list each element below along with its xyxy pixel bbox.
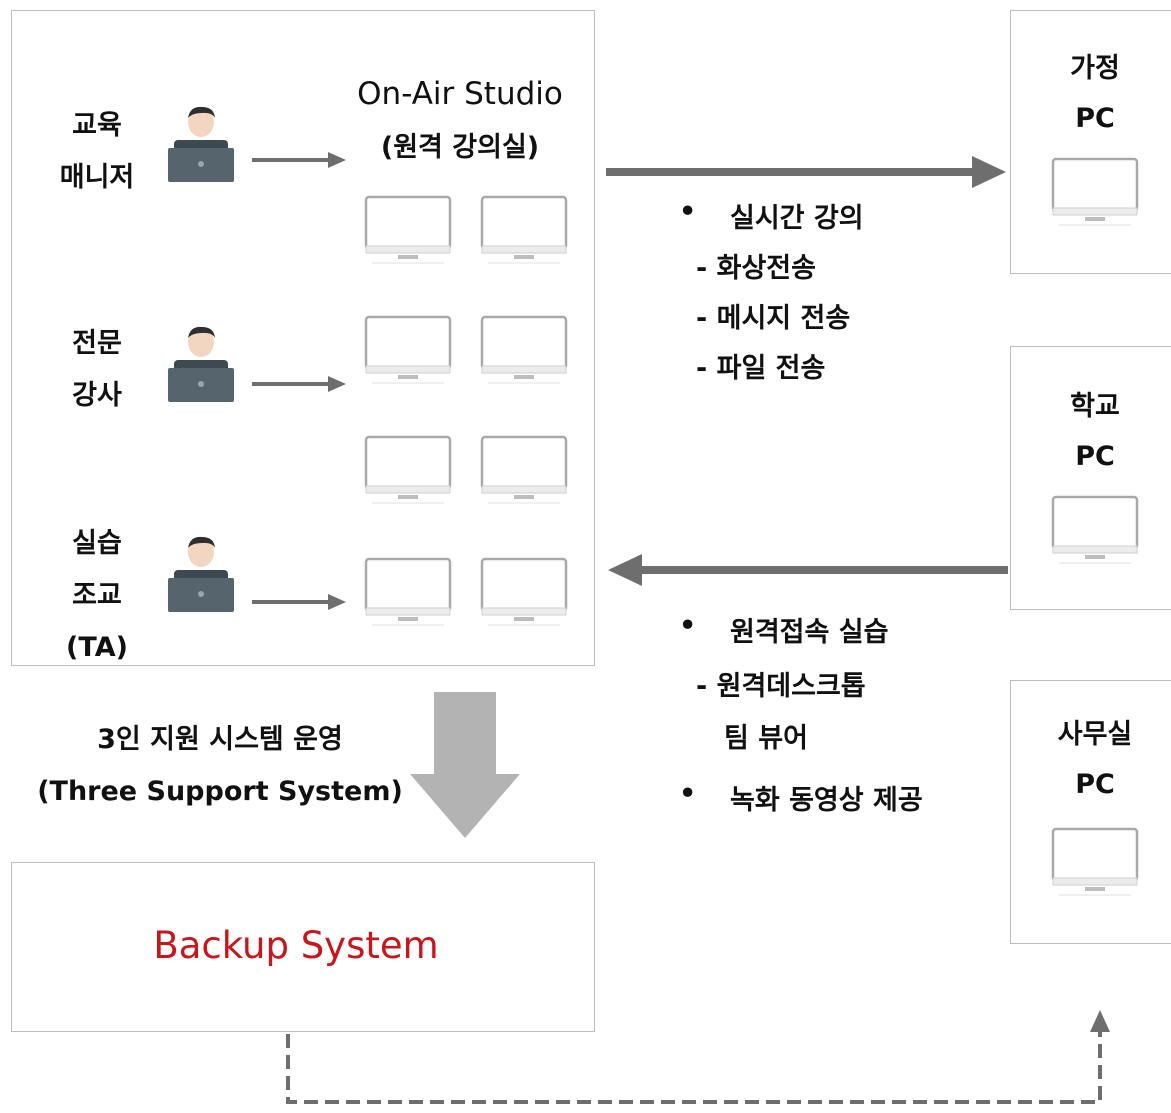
pc-label-line1: 학교 [1070, 391, 1120, 422]
role-label-line3: (TA) [66, 632, 128, 663]
school-pc-label: 학교 PC [1010, 382, 1171, 482]
role-label-line2: 조교 [72, 580, 122, 611]
role-label-line2: 강사 [72, 380, 122, 411]
monitor-icon [364, 315, 452, 386]
recorded-bullet: • [679, 778, 697, 809]
role-label-line1: 전문 [72, 328, 122, 359]
role-instructor: 전문 강사 [22, 318, 172, 422]
home-pc-box [1010, 10, 1171, 274]
remote-bullet: • [679, 610, 697, 641]
pc-label-line1: 사무실 [1057, 719, 1133, 750]
arrow-right-icon [252, 152, 346, 168]
support-line2: (Three Support System) [37, 776, 403, 807]
recorded-title: 녹화 동영상 제공 [730, 785, 923, 816]
remote-item: - 원격데스크톱 [696, 671, 866, 702]
role-teaching-assistant: 실습 조교 (TA) [22, 518, 172, 674]
arrow-from-school-pc [608, 554, 1008, 586]
arrow-down-icon [410, 692, 520, 838]
arrow-right-icon [252, 594, 346, 610]
role-label-line1: 교육 [72, 110, 122, 141]
realtime-item: - 화상전송 [696, 253, 816, 284]
monitor-icon [1051, 827, 1139, 898]
person-ta-icon [168, 536, 234, 612]
monitor-icon [1051, 157, 1139, 228]
pc-label-line2: PC [1075, 769, 1115, 800]
role-label-line1: 실습 [72, 528, 122, 559]
monitor-icon [1051, 495, 1139, 566]
monitor-icon [364, 557, 452, 628]
support-line1: 3인 지원 시스템 운영 [97, 724, 343, 755]
remote-item: 팀 뷰어 [724, 723, 808, 754]
monitor-icon [480, 195, 568, 266]
dashed-connector [286, 1010, 1110, 1104]
studio-title: On-Air Studio [357, 76, 563, 112]
realtime-bullet: • [679, 196, 697, 227]
person-instructor-icon [168, 326, 234, 402]
role-education-manager: 교육 매니저 [22, 100, 172, 204]
arrow-to-home-pc [606, 156, 1006, 188]
monitor-icon [364, 195, 452, 266]
pc-label-line2: PC [1075, 103, 1115, 134]
monitor-icon [480, 315, 568, 386]
monitor-icon [480, 435, 568, 506]
remote-title: 원격접속 실습 [730, 617, 889, 648]
office-pc-box [1010, 680, 1171, 944]
realtime-title: 실시간 강의 [730, 203, 864, 234]
office-pc-label: 사무실 PC [1010, 710, 1171, 810]
role-label-line2: 매니저 [59, 162, 135, 193]
pc-label-line1: 가정 [1070, 53, 1120, 84]
backup-system-label: Backup System [153, 924, 439, 967]
realtime-item: - 파일 전송 [696, 353, 826, 384]
monitor-icon [364, 435, 452, 506]
home-pc-label: 가정 PC [1010, 44, 1171, 144]
pc-label-line2: PC [1075, 441, 1115, 472]
monitor-icon [480, 557, 568, 628]
school-pc-box [1010, 346, 1171, 610]
realtime-item: - 메시지 전송 [696, 303, 851, 334]
person-manager-icon [168, 106, 234, 182]
studio-subtitle: (원격 강의실) [380, 132, 540, 163]
arrow-right-icon [252, 376, 346, 392]
backup-system-box [11, 862, 595, 1032]
